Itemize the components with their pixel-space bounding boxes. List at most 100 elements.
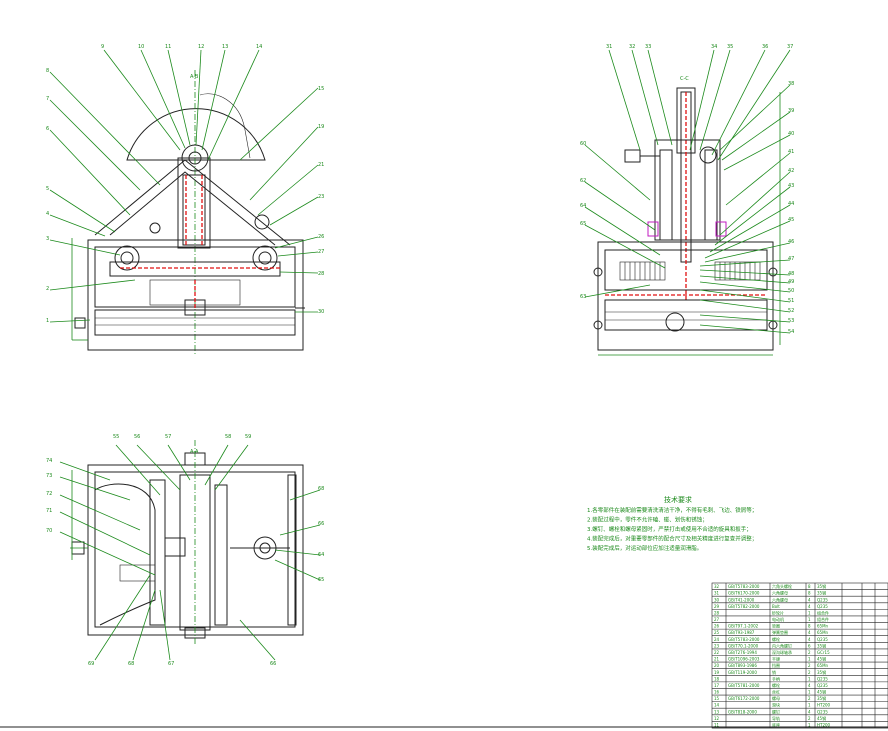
- bom-cell-code: GB/T70.1-2000: [728, 643, 759, 648]
- bom-cell-material: 35钢: [817, 590, 826, 596]
- callout-label: 48: [788, 271, 794, 277]
- callout-label: 4: [46, 211, 49, 217]
- bom-cell-name: 六角螺母: [772, 590, 788, 596]
- note-line: 1.各零部件在装配前需要清洗清洁干净，不得有毛刺、飞边、铁屑等；: [587, 506, 757, 514]
- callout-label: 63: [580, 294, 586, 300]
- callout-label: 56: [134, 434, 140, 440]
- bom-cell-no: 31: [714, 591, 720, 596]
- callout-label: 12: [198, 44, 204, 50]
- bom-cell-no: 21: [714, 657, 720, 662]
- callout-label: 21: [318, 162, 324, 168]
- callout-label: 60: [580, 141, 586, 147]
- callout-label: 44: [788, 201, 794, 207]
- bom-cell-no: 29: [714, 604, 720, 609]
- bom-cell-name: 底座: [772, 722, 780, 728]
- bom-cell-material: 45钢: [817, 715, 826, 721]
- bom-cell-qty: 4: [808, 683, 811, 688]
- bom-cell-qty: 4: [808, 630, 811, 635]
- callout-label: 53: [788, 318, 794, 324]
- callout-label: 14: [256, 44, 262, 50]
- bom-cell-qty: 8: [808, 624, 811, 629]
- callout-label: 8: [46, 68, 49, 74]
- bom-cell-no: 30: [714, 597, 720, 602]
- callout-label: 47: [788, 256, 794, 262]
- callout-label: 65: [318, 577, 324, 583]
- bom-cell-no: 11: [714, 723, 720, 728]
- bom-cell-qty: 1: [808, 610, 811, 615]
- front-view-label: A-B: [190, 74, 199, 80]
- callout-label: 52: [788, 308, 794, 314]
- bom-cell-qty: 4: [808, 604, 811, 609]
- bom-cell-qty: 2: [808, 663, 811, 668]
- callout-label: 32: [629, 44, 635, 50]
- bom-cell-qty: 2: [808, 650, 811, 655]
- bom-cell-material: 65Mn: [817, 663, 829, 668]
- bom-cell-material: 45钢: [817, 656, 826, 662]
- callout-label: 1: [46, 318, 49, 324]
- bom-cell-no: 18: [714, 676, 720, 681]
- callout-label: 55: [113, 434, 119, 440]
- bom-cell-code: GB/T119-2000: [728, 670, 757, 675]
- callout-label: 66: [270, 661, 276, 667]
- callout-label: 9: [101, 44, 104, 50]
- bom-cell-material: Q235: [817, 683, 828, 688]
- bom-cell-name: 丝杠: [772, 689, 780, 695]
- callout-label: 40: [788, 131, 794, 137]
- notes-title: 技术要求: [664, 495, 692, 504]
- callout-label: 11: [165, 44, 171, 50]
- top-view-label: A-A: [190, 449, 199, 455]
- callout-label: 65: [580, 221, 586, 227]
- bom-cell-qty: 2: [808, 716, 811, 721]
- bom-cell-code: GB/T6172-2000: [728, 696, 760, 701]
- bom-cell-material: HT200: [817, 703, 831, 708]
- bom-cell-qty: 1: [808, 617, 811, 622]
- bom-cell-name: Bolt: [772, 604, 780, 609]
- bom-cell-name: 弹簧垫圈: [772, 629, 788, 635]
- callout-label: 5: [46, 186, 49, 192]
- bom-cell-qty: 2: [808, 696, 811, 701]
- callout-label: 50: [788, 288, 794, 294]
- bom-cell-code: GB/T1096-2003: [728, 657, 760, 662]
- bom-cell-name: 螺钉: [772, 708, 780, 714]
- callout-label: 23: [318, 194, 324, 200]
- bom-cell-code: GB/T6170-2000: [728, 591, 760, 596]
- bom-cell-no: 22: [714, 650, 720, 655]
- bom-cell-no: 25: [714, 630, 720, 635]
- bom-cell-material: Q235: [817, 676, 828, 681]
- bom-cell-code: GB/T41-2000: [728, 597, 755, 602]
- callout-label: 7: [46, 96, 49, 102]
- callout-label: 6: [46, 126, 49, 132]
- bom-cell-name: 垫圈: [772, 623, 780, 629]
- bom-cell-name: 六角头螺栓: [772, 583, 792, 589]
- callout-label: 36: [762, 44, 768, 50]
- bom-cell-qty: 4: [808, 637, 811, 642]
- callout-label: 46: [788, 239, 794, 245]
- bom-cell-material: 35钢: [817, 642, 826, 648]
- bom-cell-qty: 1: [808, 657, 811, 662]
- bom-cell-name: 手柄: [772, 675, 780, 681]
- bom-cell-no: 19: [714, 670, 720, 675]
- bom-cell-code: GB/T5782-2000: [728, 604, 760, 609]
- callout-label: 27: [318, 249, 324, 255]
- callout-label: 13: [222, 44, 228, 50]
- bom-cell-name: 内六角螺钉: [772, 642, 792, 648]
- bom-cell-qty: 2: [808, 670, 811, 675]
- callout-label: 67: [168, 661, 174, 667]
- bom-cell-no: 17: [714, 683, 720, 688]
- bom-cell-name: 挡圈: [772, 662, 780, 668]
- bom-cell-no: 28: [714, 610, 720, 615]
- bom-cell-qty: 8: [808, 591, 811, 596]
- callout-label: 2: [46, 286, 49, 292]
- bom-cell-material: 65Mn: [817, 624, 829, 629]
- bom-cell-material: Q235: [817, 597, 828, 602]
- bom-cell-qty: 1: [808, 690, 811, 695]
- callout-label: 64: [318, 552, 324, 558]
- technical-requirements: 技术要求 1.各零部件在装配前需要清洗清洁干净，不得有毛刺、飞边、铁屑等；2.装…: [587, 495, 757, 552]
- bom-cell-name: 滑块: [772, 702, 780, 708]
- bom-cell-qty: 1: [808, 676, 811, 681]
- bom-cell-no: 32: [714, 584, 720, 589]
- bom-cell-qty: 1: [808, 703, 811, 708]
- callout-label: 66: [318, 521, 324, 527]
